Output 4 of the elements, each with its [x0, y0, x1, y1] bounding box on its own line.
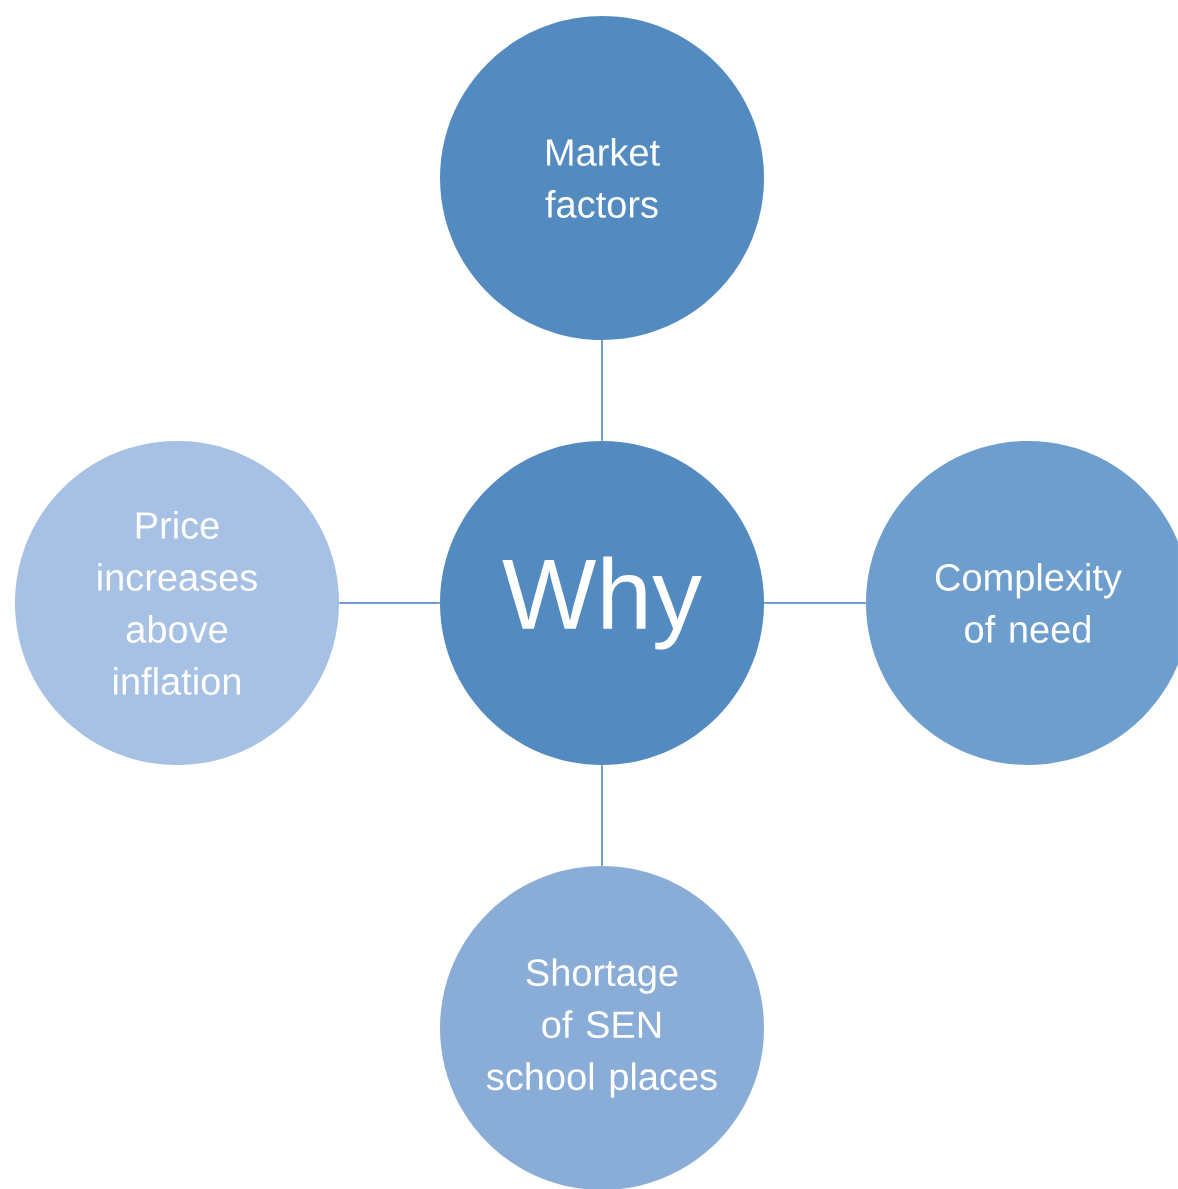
connector-line — [338, 602, 441, 604]
connector-line — [763, 602, 867, 604]
connector-line — [601, 339, 603, 442]
connector-line — [601, 764, 603, 867]
